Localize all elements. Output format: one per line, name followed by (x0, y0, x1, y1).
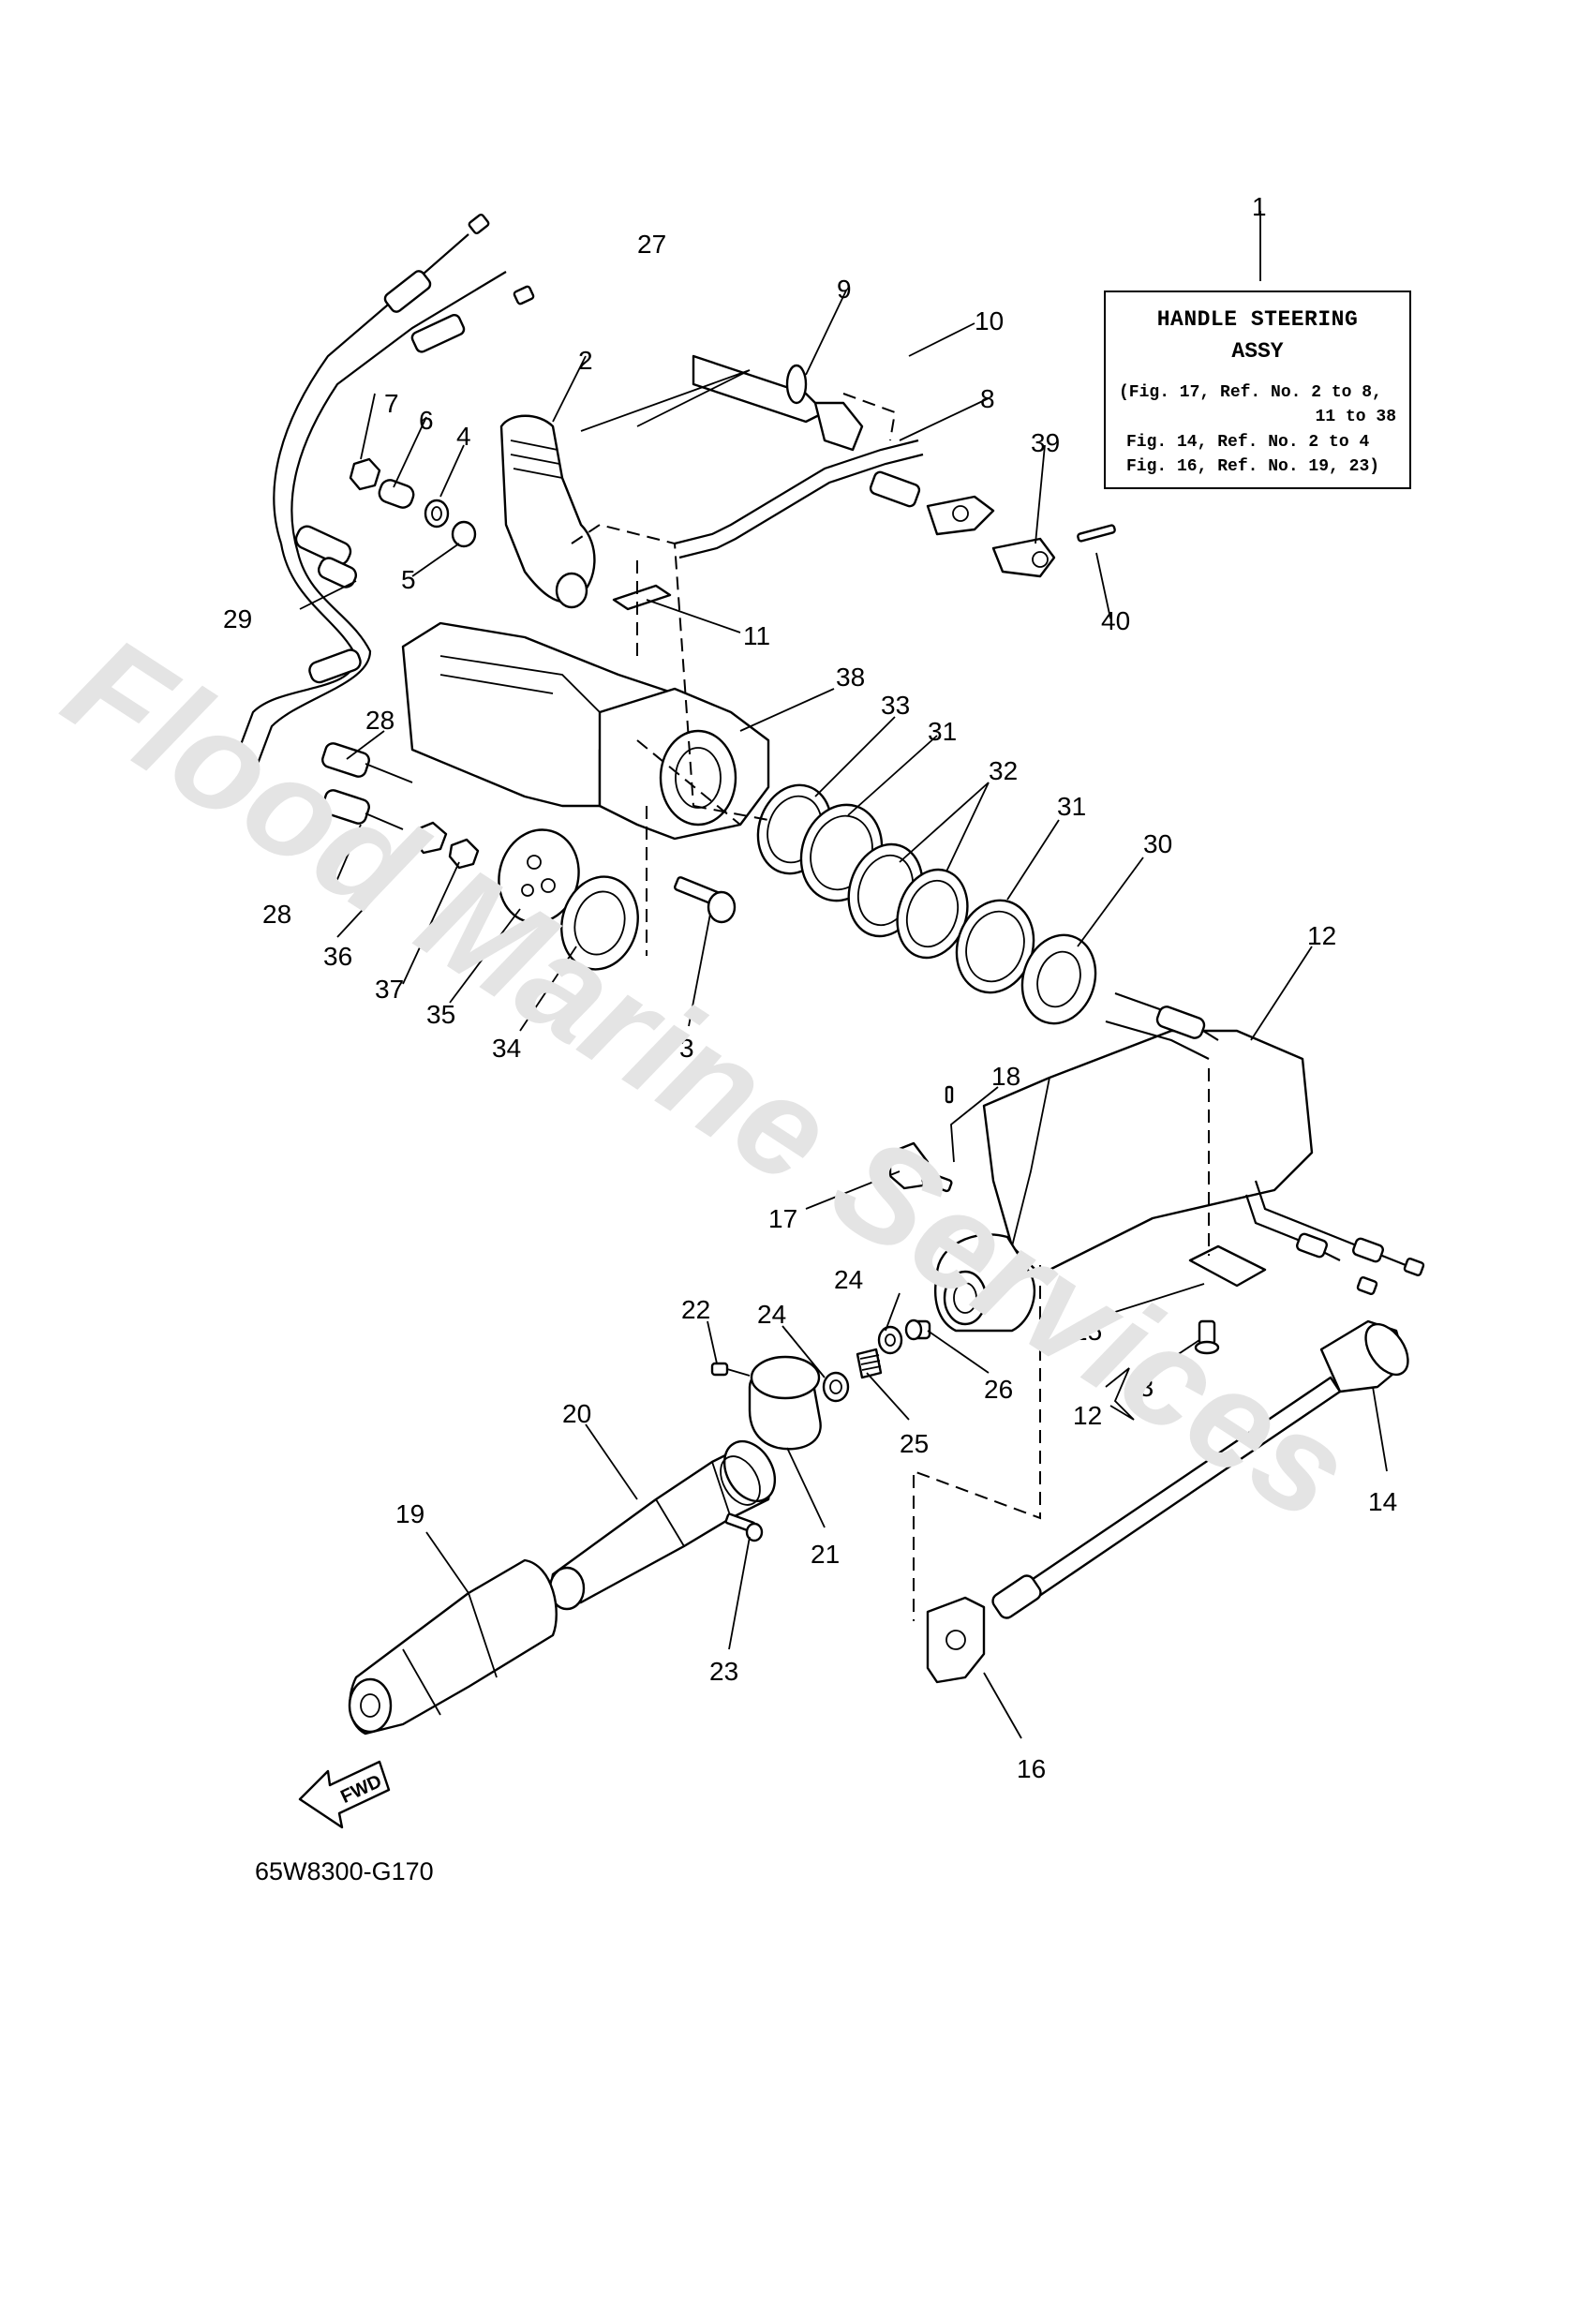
leader-lines (299, 211, 1388, 1739)
bushing-part-34 (560, 875, 639, 971)
bolt-part-3 (674, 876, 737, 924)
callout-20: 20 (562, 1399, 591, 1428)
handle-steering-assy-info-box: HANDLE STEERING ASSY (Fig. 17, Ref. No. … (1104, 290, 1411, 489)
washer-part-24b (822, 1371, 850, 1403)
callout-31-a: 31 (928, 717, 957, 746)
callout-36: 36 (323, 942, 352, 971)
callout-24-a: 24 (834, 1265, 863, 1294)
callout-7: 7 (384, 389, 399, 418)
collar-part-6 (378, 479, 415, 509)
collar-part-21 (748, 1355, 822, 1451)
callout-14: 14 (1368, 1487, 1397, 1516)
callout-34: 34 (492, 1034, 521, 1063)
callout-21: 21 (811, 1540, 840, 1569)
washer-part-5 (451, 520, 477, 548)
clip-part-39 (991, 537, 1056, 578)
nut-part-37 (448, 838, 480, 870)
knob-part-17 (888, 1141, 953, 1193)
throttle-shift-cables (237, 213, 535, 765)
grommet-part-35 (498, 828, 580, 924)
callout-40: 40 (1101, 606, 1130, 635)
callout-18: 18 (991, 1062, 1020, 1091)
screw-part-23 (724, 1512, 764, 1542)
cable-ends-28 (321, 742, 413, 830)
callout-11: 11 (743, 621, 770, 650)
shift-rod-assembly (674, 354, 995, 559)
pin-part-18 (945, 1085, 954, 1104)
info-ref-line1: (Fig. 17, Ref. No. 2 to 8, (1119, 383, 1382, 402)
grip-part-20 (548, 1440, 777, 1611)
pin-part-40 (1077, 524, 1116, 543)
steering-shaft-part-14 (991, 1319, 1409, 1619)
callout-5: 5 (401, 565, 416, 594)
callout-23: 23 (709, 1657, 738, 1686)
callout-16: 16 (1017, 1754, 1046, 1783)
screw-part-13 (1194, 1319, 1220, 1355)
callout-28-b: 28 (262, 900, 291, 929)
callout-12-a: 12 (1307, 921, 1336, 950)
callout-15: 15 (1073, 1317, 1102, 1346)
callout-12-b: 12 (1073, 1401, 1102, 1430)
callout-3: 3 (679, 1034, 694, 1063)
callout-17: 17 (768, 1204, 797, 1233)
nut-part-7 (349, 457, 381, 491)
callout-numbers: 1 2 4 6 7 5 9 10 8 39 40 11 27 38 33 31 … (223, 192, 1397, 1783)
callout-4: 4 (456, 422, 471, 451)
screw-part-22 (710, 1362, 751, 1377)
info-ref-line2: Fig. 14, Ref. No. 2 to 4 (1126, 433, 1370, 452)
callout-9: 9 (837, 275, 852, 304)
callout-26: 26 (984, 1375, 1013, 1404)
callout-37: 37 (375, 975, 404, 1004)
rings (756, 783, 1097, 1025)
throttle-grip-part-2 (499, 414, 596, 609)
callout-29: 29 (223, 604, 252, 633)
callout-25: 25 (900, 1429, 929, 1458)
twist-grip-part-19 (348, 1558, 558, 1736)
callout-31-b: 31 (1057, 792, 1086, 821)
washer-part-24a (877, 1325, 903, 1355)
callout-8: 8 (980, 384, 995, 413)
fwd-arrow-icon: FWD (298, 1760, 391, 1829)
steering-handle-bracket-part-38 (401, 621, 770, 841)
callout-30: 30 (1143, 829, 1172, 858)
plate-part-15 (1188, 1244, 1267, 1288)
callout-19: 19 (395, 1499, 424, 1528)
callout-35: 35 (426, 1000, 455, 1029)
assembly-lines (571, 393, 1210, 1621)
callout-38: 38 (836, 663, 865, 692)
callout-32: 32 (989, 756, 1018, 785)
callout-27: 27 (637, 230, 666, 259)
steering-arm-part-12 (934, 991, 1425, 1333)
washer-part-4 (424, 499, 450, 529)
info-title-line2: ASSY (1231, 339, 1284, 364)
callout-2: 2 (578, 346, 593, 375)
callout-1: 1 (1252, 192, 1267, 221)
spring-part-25 (856, 1348, 883, 1379)
callout-13: 13 (1124, 1373, 1154, 1402)
nut-part-36 (412, 821, 448, 855)
callout-33: 33 (881, 691, 910, 720)
info-ref-line1-continued: 11 to 38 (1315, 408, 1396, 426)
info-title-line1: HANDLE STEERING (1156, 307, 1359, 332)
holder-part-16 (926, 1596, 986, 1684)
callout-22: 22 (681, 1295, 710, 1324)
info-ref-line3: Fig. 16, Ref. No. 19, 23) (1126, 457, 1380, 476)
plate-part-11 (612, 584, 672, 611)
callout-10: 10 (975, 306, 1004, 335)
callout-39: 39 (1031, 428, 1060, 457)
callout-24-b: 24 (757, 1300, 786, 1329)
bushing-part-26 (904, 1318, 931, 1341)
callout-28-a: 28 (365, 706, 394, 735)
diagram-code: 65W8300-G170 (255, 1857, 434, 1885)
callout-6: 6 (419, 406, 434, 435)
